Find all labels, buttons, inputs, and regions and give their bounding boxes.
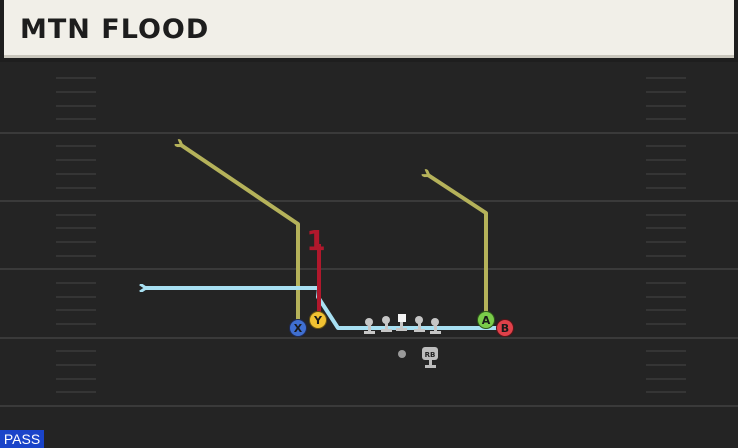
rb-label: RB <box>425 351 436 359</box>
lineman-lg <box>381 316 392 332</box>
receiver-b[interactable]: B <box>496 319 514 337</box>
play-field: 1 RB X Y A B <box>0 77 738 407</box>
quarterback-marker <box>398 350 406 358</box>
lineman-lt <box>364 318 375 334</box>
receiver-x[interactable]: X <box>289 319 307 337</box>
play-type-badge: PASS <box>0 430 44 448</box>
receiver-y[interactable]: Y <box>309 311 327 329</box>
x-route-post <box>181 145 300 328</box>
header-bar: MTN FLOOD <box>0 0 738 62</box>
offensive-line <box>364 314 441 334</box>
play-title-card: MTN FLOOD <box>4 0 734 58</box>
lineman-rt <box>430 318 441 334</box>
receiver-a[interactable]: A <box>477 311 495 329</box>
y-route-number: 1 <box>306 224 325 257</box>
lineman-rg <box>414 316 425 332</box>
right-hash-marks <box>646 77 686 393</box>
a-route-post <box>428 175 488 320</box>
yard-lines <box>0 132 738 407</box>
hash-marks <box>56 77 686 393</box>
play-title: MTN FLOOD <box>20 14 210 45</box>
receiver-x-label: X <box>294 322 303 335</box>
receiver-a-label: A <box>482 314 491 327</box>
center <box>396 314 407 331</box>
running-back[interactable]: RB <box>422 347 438 368</box>
receiver-b-label: B <box>501 322 509 335</box>
left-hash-marks <box>56 77 96 393</box>
receiver-y-label: Y <box>313 314 323 327</box>
